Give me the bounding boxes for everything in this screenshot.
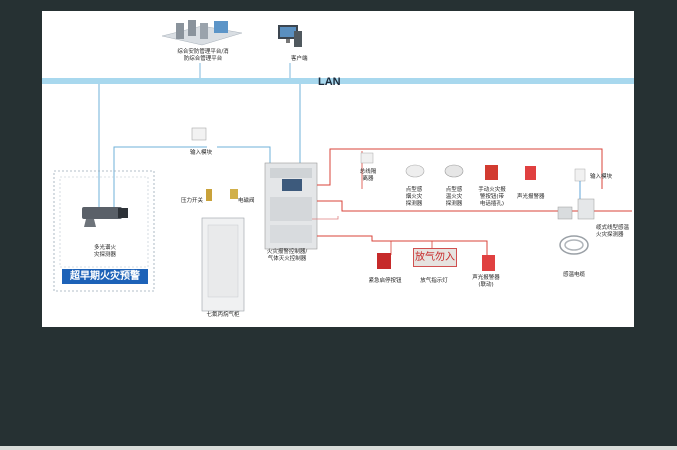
heat-label-line-1: 点型感 bbox=[445, 187, 463, 193]
solenoid-valve-label: 电磁阀 bbox=[238, 198, 255, 204]
smoke-label-line-1: 点型感 bbox=[405, 187, 423, 193]
manual-label-line-2: 警按钮(带 bbox=[479, 194, 505, 200]
linear-detector-label: 缆式线型感温 火灾探测器 bbox=[596, 225, 629, 239]
client-label: 客户端 bbox=[291, 56, 308, 62]
linear-label-line-2: 火灾探测器 bbox=[596, 232, 624, 238]
sounder-icon bbox=[525, 166, 536, 180]
diagram-canvas: LAN 综合安防管理平台/消 防综合管理平台 客户端 输入模块 多光谱火 灾探测… bbox=[42, 11, 634, 327]
heat-detector-label: 点型感 温火灾 探测器 bbox=[446, 187, 463, 208]
bottom-strip bbox=[0, 446, 677, 450]
smoke-detector-label: 点型感 烟火灾 探测器 bbox=[406, 187, 423, 208]
input-module-icon bbox=[191, 127, 207, 141]
controller-label-line-2: 气体灭火控制器 bbox=[267, 256, 307, 262]
input-module-link bbox=[113, 146, 207, 211]
input-module-right-icon bbox=[574, 168, 586, 182]
sounder-linkage-line-1: 声光报警器 bbox=[472, 275, 500, 281]
bus-isolator-label-line-1: 总线隔 bbox=[359, 169, 377, 175]
sounder-label: 声光报警器 bbox=[517, 194, 545, 200]
sounder-linkage-label: 声光报警器 (联动) bbox=[472, 275, 500, 289]
camera-label-line-2: 灾探测器 bbox=[93, 252, 117, 258]
heat-cable-icon bbox=[559, 235, 589, 255]
client-pc-icon bbox=[278, 25, 302, 47]
lan-bus bbox=[42, 78, 634, 84]
pressure-switch-label: 压力开关 bbox=[181, 198, 204, 204]
early-warning-banner: 超早期火灾预警 bbox=[62, 269, 148, 284]
gas-cabinet-label: 七氟丙烷气柜 bbox=[206, 312, 240, 318]
input-module-label: 输入模块 bbox=[190, 150, 213, 156]
camera-icon bbox=[82, 207, 128, 227]
manual-call-point-icon bbox=[485, 165, 498, 180]
platform-label-line-1: 综合安防管理平台/消 bbox=[177, 49, 229, 55]
platform-label-line-2: 防综合管理平台 bbox=[183, 56, 223, 62]
gas-cabinet-icon bbox=[201, 217, 245, 312]
smoke-label-line-2: 烟火灾 bbox=[405, 194, 423, 200]
bus-isolator-icon bbox=[360, 152, 374, 164]
gas-sign-label: 放气指示灯 bbox=[420, 278, 448, 284]
controller-icon bbox=[264, 162, 318, 250]
heat-label-line-3: 探测器 bbox=[445, 201, 463, 207]
sounder-linkage-icon bbox=[482, 255, 495, 271]
pressure-switch-icon bbox=[206, 189, 212, 201]
smoke-label-line-3: 探测器 bbox=[405, 201, 423, 207]
manual-call-point-label: 手动火灾报 警按钮(带 电话插孔) bbox=[478, 187, 506, 208]
controller-label: 火灾报警控制器/ 气体灭火控制器 bbox=[267, 249, 307, 263]
emergency-stop-label: 紧急启停按钮 bbox=[368, 278, 402, 284]
heat-cable-label: 感温电缆 bbox=[562, 272, 586, 278]
linear-detector-box-icon bbox=[557, 206, 573, 220]
bus-isolator-label-line-2: 离器 bbox=[362, 176, 374, 182]
alarm-bus bbox=[317, 148, 603, 189]
linear-label-line-1: 缆式线型感温 bbox=[596, 225, 630, 231]
platform-label: 综合安防管理平台/消 防综合管理平台 bbox=[177, 49, 228, 63]
emergency-stop-icon bbox=[377, 253, 391, 269]
smoke-detector-icon bbox=[405, 164, 425, 178]
left-module-frame bbox=[53, 170, 155, 292]
diagram-graphics bbox=[42, 20, 634, 312]
manual-label-line-3: 电话插孔) bbox=[479, 201, 505, 207]
solenoid-valve-icon bbox=[230, 189, 238, 199]
manual-label-line-1: 手动火灾报 bbox=[478, 187, 506, 193]
gas-release-sign: 放气勿入 bbox=[413, 248, 457, 267]
camera-label-line-1: 多光谱火 bbox=[93, 245, 117, 251]
linkage-bus bbox=[317, 235, 488, 255]
lan-label: LAN bbox=[318, 76, 341, 88]
heat-detector-icon bbox=[444, 164, 464, 178]
bus-isolator-label: 总线隔 离器 bbox=[360, 169, 377, 183]
heat-label-line-2: 温火灾 bbox=[445, 194, 463, 200]
linear-detector-icon bbox=[577, 198, 595, 220]
sounder-linkage-line-2: (联动) bbox=[478, 282, 494, 288]
platform-server-icon bbox=[161, 20, 243, 46]
input-module-right-label: 输入模块 bbox=[590, 174, 613, 180]
controller-label-line-1: 火灾报警控制器/ bbox=[266, 249, 308, 255]
camera-label: 多光谱火 灾探测器 bbox=[94, 245, 116, 259]
